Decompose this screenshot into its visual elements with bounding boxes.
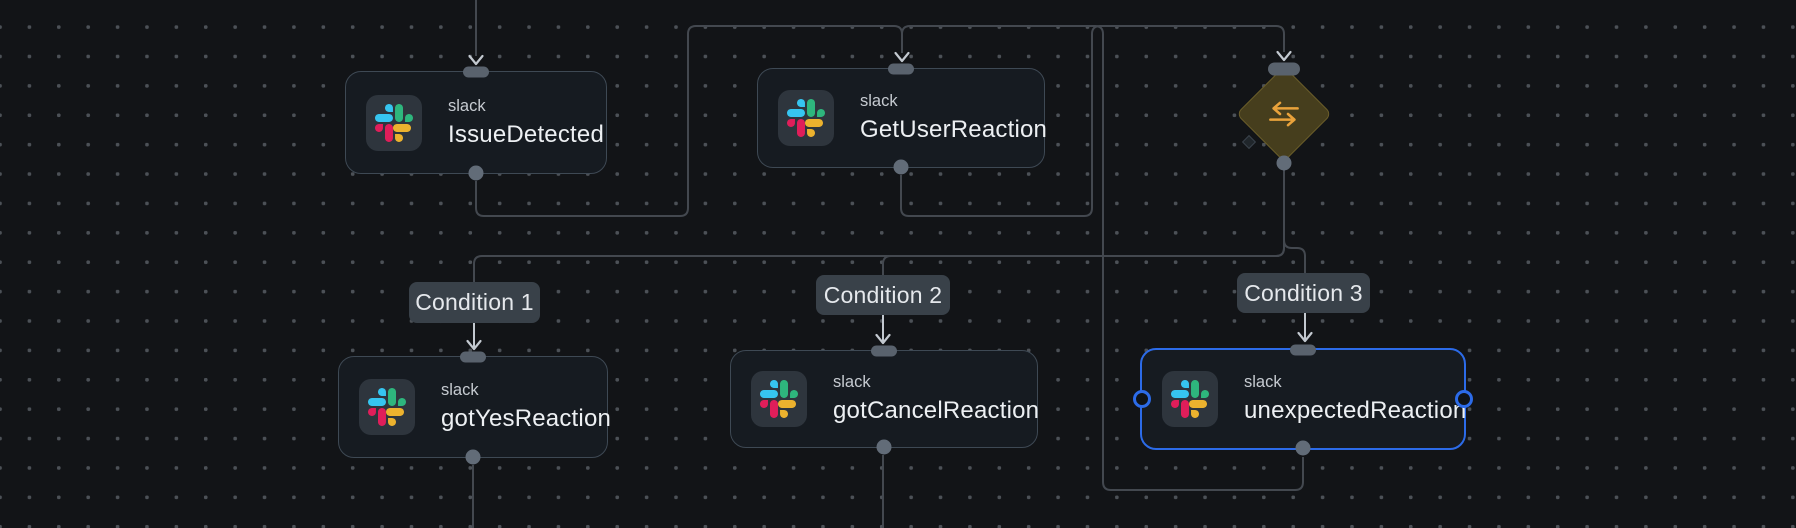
node-unexpected-reaction[interactable]: slack unexpectedReaction — [1133, 344, 1473, 456]
node-title: gotYesReaction — [441, 405, 612, 433]
node-app-label: slack — [448, 96, 486, 115]
node-switch[interactable] — [1234, 62, 1334, 171]
node-app-label: slack — [441, 381, 479, 400]
arrowhead-icon — [875, 333, 891, 345]
node-got-yes-reaction[interactable]: slack gotYesReaction — [338, 351, 611, 465]
output-handle[interactable] — [1295, 440, 1311, 456]
slack-icon-tile — [359, 379, 415, 435]
edge-get-user-to-switch — [900, 25, 1285, 217]
left-port-handle[interactable] — [1133, 390, 1151, 408]
arrowhead-icon — [468, 54, 484, 66]
output-handle[interactable] — [876, 439, 892, 455]
node-app-label: slack — [833, 373, 871, 392]
slack-icon — [787, 99, 825, 137]
input-handle[interactable] — [1268, 62, 1300, 76]
slack-icon — [760, 380, 798, 418]
input-handle[interactable] — [1290, 344, 1316, 356]
swap-arrows-icon — [1269, 101, 1299, 127]
node-text: slack gotCancelReaction — [833, 373, 1039, 425]
slack-icon-tile — [1162, 371, 1218, 427]
output-handle[interactable] — [893, 159, 909, 175]
slack-icon-tile — [751, 371, 807, 427]
node-title: IssueDetected — [448, 120, 605, 148]
node-got-cancel-reaction[interactable]: slack gotCancelReaction — [730, 345, 1039, 455]
node-app-label: slack — [1244, 373, 1282, 392]
node-title: unexpectedReaction — [1244, 397, 1467, 425]
slack-icon-tile — [366, 94, 422, 151]
arrowhead-icon — [1276, 50, 1292, 62]
node-text: slack gotYesReaction — [441, 381, 611, 433]
arrowhead-icon — [1297, 331, 1313, 343]
output-handle[interactable] — [1276, 155, 1292, 171]
input-handle[interactable] — [463, 66, 489, 78]
edge-issue-detected-to-get-user — [475, 25, 903, 217]
right-port-handle[interactable] — [1455, 390, 1473, 408]
node-title: gotCancelReaction — [833, 397, 1040, 425]
slack-icon — [368, 388, 406, 426]
edge-label-condition-2[interactable]: Condition 2 — [816, 275, 950, 315]
output-handle[interactable] — [468, 165, 484, 181]
edge-label-condition-1[interactable]: Condition 1 — [409, 282, 540, 323]
node-title: GetUserReaction — [860, 116, 1048, 144]
input-handle[interactable] — [871, 345, 897, 357]
input-handle[interactable] — [888, 63, 914, 75]
output-handle[interactable] — [465, 449, 481, 465]
slack-icon — [375, 103, 413, 142]
edge-label-condition-3[interactable]: Condition 3 — [1237, 273, 1370, 313]
node-text: slack unexpectedReaction — [1244, 373, 1466, 425]
edge-switch-to-condition-3 — [1283, 170, 1306, 333]
arrowhead-icon — [466, 339, 482, 351]
input-handle[interactable] — [460, 351, 486, 363]
slack-icon-tile — [778, 90, 834, 146]
slack-icon — [1171, 380, 1209, 418]
switch-side-handle[interactable] — [1241, 134, 1257, 150]
edge-switch-to-condition-2 — [882, 170, 1285, 335]
arrowhead-icon — [894, 51, 910, 63]
edge-unexpected-loop-to-get-user — [901, 25, 1304, 491]
node-app-label: slack — [860, 92, 898, 111]
